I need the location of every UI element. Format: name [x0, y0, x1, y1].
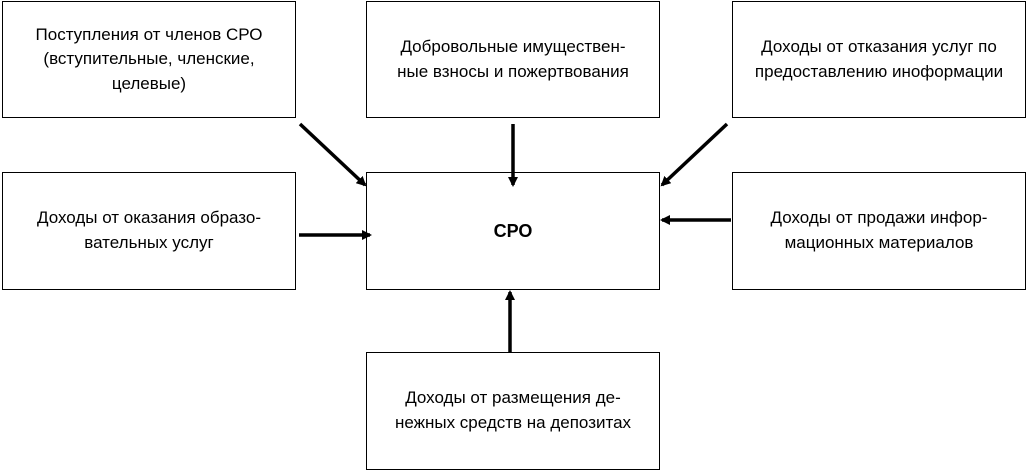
source-label-deposit-income: Доходы от размещения де- нежных средств …: [394, 388, 632, 432]
source-label-educational-services: Доходы от оказания образо- вательных усл…: [36, 208, 262, 252]
source-label-information-services: Доходы от отказания услуг по предоставле…: [754, 36, 1004, 81]
source-label-information-materials: Доходы от продажи инфор- мационных матер…: [770, 208, 988, 252]
source-label-voluntary-donations: Добровольные имуществен- ные взносы и по…: [397, 36, 629, 81]
source-box-information-services: Доходы от отказания услуг по предоставле…: [732, 1, 1026, 118]
center-box-sro: СРО: [366, 172, 660, 290]
source-label-member-contributions: Поступления от членов СРО (вступительные…: [35, 24, 263, 93]
source-box-deposit-income: Доходы от размещения де- нежных средств …: [366, 352, 660, 470]
arrow-from-top-left: [298, 122, 367, 187]
source-box-educational-services: Доходы от оказания образо- вательных усл…: [2, 172, 296, 290]
source-box-information-materials: Доходы от продажи инфор- мационных матер…: [732, 172, 1026, 290]
source-box-member-contributions: Поступления от членов СРО (вступительные…: [2, 1, 296, 118]
center-label-sro: СРО: [493, 220, 533, 241]
source-box-voluntary-donations: Добровольные имуществен- ные взносы и по…: [366, 1, 660, 118]
arrow-from-top-right: [660, 122, 729, 187]
